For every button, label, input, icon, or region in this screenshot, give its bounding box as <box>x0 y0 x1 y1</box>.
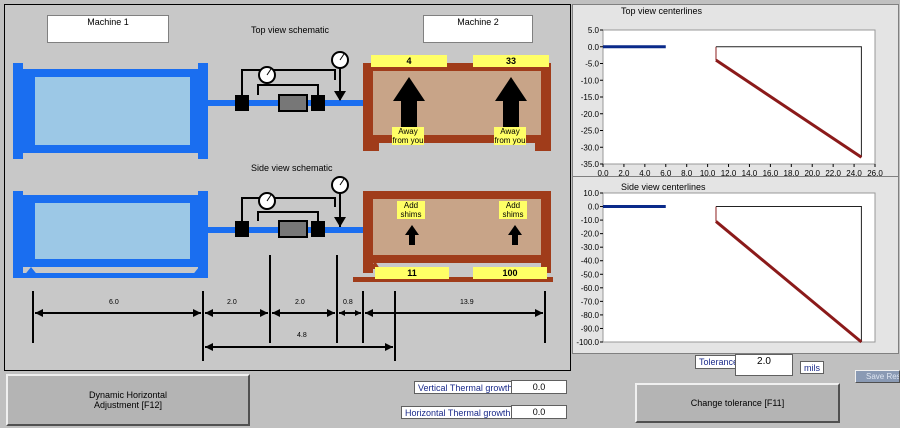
y-tick-label: -80.0 <box>581 311 600 320</box>
vertical-thermal-growth-label: Vertical Thermal growth <box>414 381 517 394</box>
side-rear-action: Add shims <box>499 201 527 219</box>
side-chart-title: Side view centerlines <box>621 182 706 192</box>
save-result-button[interactable]: Save Result <box>855 370 900 383</box>
top-front-direction: Away from you <box>392 127 424 145</box>
alignment-schematic-panel: Machine 1 Machine 2 Top view schematic S… <box>4 4 571 371</box>
y-tick-label: -5.0 <box>585 60 599 69</box>
y-tick-label: -30.0 <box>581 243 600 252</box>
tolerance-unit: mils <box>800 361 824 374</box>
change-tolerance-button[interactable]: Change tolerance [F11] <box>635 383 840 423</box>
side-front-foot-value: 11 <box>375 267 449 279</box>
dim-b: 2.0 <box>227 299 237 306</box>
reference-line <box>715 206 862 342</box>
dim-a: 6.0 <box>109 299 119 306</box>
y-tick-label: -10.0 <box>581 76 600 85</box>
side-rear-foot-value: 100 <box>473 267 547 279</box>
y-tick-label: 0.0 <box>588 203 600 212</box>
horizontal-thermal-growth-label: Horizontal Thermal growth <box>401 406 515 419</box>
side-view-chart-panel: Side view centerlines 10.0 0.0 -10.0 -20.0 -… <box>572 176 899 354</box>
vertical-thermal-growth-input[interactable]: 0.0 <box>511 380 567 394</box>
top-rear-direction: Away from you <box>494 127 526 145</box>
machine2-centerline <box>715 220 863 344</box>
x-tick-label: 26.0 <box>867 169 883 178</box>
schematic-drawing <box>13 51 553 361</box>
x-tick-label: 8.0 <box>681 169 693 178</box>
x-tick-label: 14.0 <box>742 169 758 178</box>
y-tick-label: -10.0 <box>581 216 600 225</box>
dynamic-horizontal-adjustment-button[interactable]: Dynamic Horizontal Adjustment [F12] <box>6 374 250 426</box>
y-tick-label: -15.0 <box>581 93 600 102</box>
y-tick-label: -30.0 <box>581 143 600 152</box>
x-tick-label: 20.0 <box>804 169 820 178</box>
y-tick-label: -70.0 <box>581 297 600 306</box>
x-tick-label: 24.0 <box>846 169 862 178</box>
y-tick-label: 5.0 <box>588 26 600 35</box>
horizontal-thermal-growth-input[interactable]: 0.0 <box>511 405 567 419</box>
x-tick-label: 6.0 <box>660 169 672 178</box>
x-tick-label: 22.0 <box>825 169 841 178</box>
top-view-title: Top view schematic <box>251 25 330 35</box>
dim-total: 4.8 <box>297 332 307 339</box>
y-tick-label: -90.0 <box>581 324 600 333</box>
dim-d: 0.8 <box>343 299 353 306</box>
x-tick-label: 2.0 <box>618 169 630 178</box>
machine1-label: Machine 1 <box>47 15 169 43</box>
x-tick-label: 18.0 <box>784 169 800 178</box>
machine2-centerline <box>715 58 863 159</box>
y-tick-label: -35.0 <box>581 160 600 169</box>
side-view-chart: 10.0 0.0 -10.0 -20.0 -30.0 -40.0 -50.0 -60.0 -70… <box>576 189 876 347</box>
y-tick-label: -100.0 <box>576 338 599 347</box>
machine1-side-view <box>13 191 208 278</box>
dynamic-button-line1: Dynamic Horizontal <box>88 390 168 400</box>
reference-line <box>715 46 862 158</box>
y-tick-label: 10.0 <box>583 189 599 198</box>
y-tick-label: -60.0 <box>581 284 600 293</box>
top-front-foot-value: 4 <box>371 55 447 67</box>
machine1-top-view <box>13 63 208 159</box>
machine2-label: Machine 2 <box>423 15 533 43</box>
y-tick-label: -25.0 <box>581 127 600 136</box>
dimension-lines <box>32 255 546 361</box>
dim-e: 13.9 <box>460 299 474 306</box>
x-tick-label: 10.0 <box>700 169 716 178</box>
y-tick-label: 0.0 <box>588 43 600 52</box>
top-rear-foot-value: 33 <box>473 55 549 67</box>
top-chart-title: Top view centerlines <box>621 6 703 16</box>
x-tick-label: 12.0 <box>721 169 737 178</box>
x-tick-label: 16.0 <box>763 169 779 178</box>
side-front-action: Add shims <box>397 201 425 219</box>
y-tick-label: -50.0 <box>581 270 600 279</box>
y-tick-label: -40.0 <box>581 257 600 266</box>
side-view-title: Side view schematic <box>251 163 333 173</box>
tolerance-input[interactable]: 2.0 <box>735 354 793 376</box>
dynamic-button-line2: Adjustment [F12] <box>93 400 163 410</box>
top-view-chart-panel: Top view centerlines 5.0 0.0 -5.0 -10.0 -15.… <box>572 4 899 184</box>
x-tick-label: 4.0 <box>639 169 651 178</box>
x-tick-label: 0.0 <box>597 169 609 178</box>
tolerance-label: Tolerance <box>695 355 743 369</box>
y-tick-label: -20.0 <box>581 110 600 119</box>
top-view-chart: 5.0 0.0 -5.0 -10.0 -15.0 -20.0 -25.0 -30.0 -35.0… <box>581 26 884 178</box>
dim-c: 2.0 <box>295 299 305 306</box>
plot-area <box>602 29 876 165</box>
y-tick-label: -20.0 <box>581 230 600 239</box>
